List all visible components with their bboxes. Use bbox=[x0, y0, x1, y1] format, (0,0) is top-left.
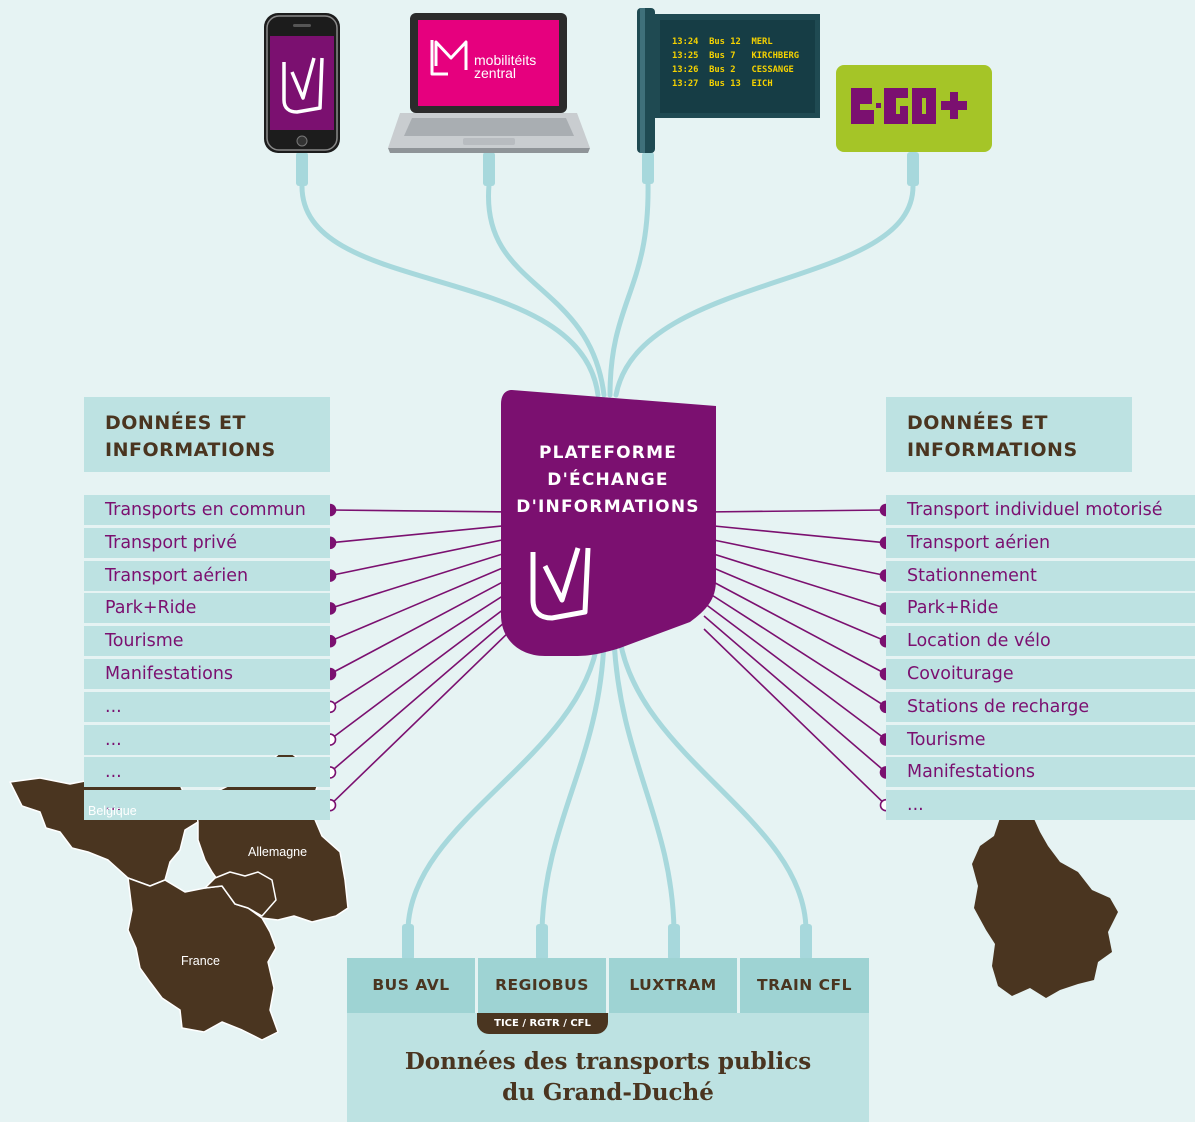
luxembourg-small-shape bbox=[204, 871, 277, 917]
ego-cable bbox=[613, 182, 916, 398]
public-transport-panel bbox=[347, 1013, 869, 1122]
left-list-item: Manifestations bbox=[84, 659, 330, 689]
left-list-item: Transport aérien bbox=[84, 560, 330, 591]
left-connector-line bbox=[329, 615, 513, 774]
tab-train-cfl: TRAIN CFL bbox=[740, 958, 869, 1013]
board-line-2: 13:25 Bus 7 KIRCHBERG bbox=[672, 51, 800, 61]
public-transport-title: Données des transports publics du Grand-… bbox=[404, 1048, 812, 1106]
left-connector-line bbox=[329, 509, 513, 513]
item-connector-lines bbox=[329, 509, 887, 806]
laptop-cable bbox=[486, 182, 607, 398]
ego-logo-icon bbox=[836, 65, 992, 152]
left-list-item: Tourisme bbox=[84, 626, 330, 657]
right-connector-line bbox=[703, 550, 887, 610]
luxtram-cable bbox=[611, 637, 677, 933]
left-connector-line bbox=[329, 550, 513, 610]
platform-shape bbox=[501, 390, 716, 656]
left-connector-line bbox=[329, 589, 513, 708]
tab-bus-avl: BUS AVL bbox=[347, 958, 475, 1013]
right-connector-line bbox=[703, 615, 887, 774]
departure-board-icon bbox=[637, 8, 820, 153]
tab-regiobus: REGIOBUS bbox=[478, 958, 606, 1013]
right-list-item: Stationnement bbox=[886, 560, 1195, 591]
left-connector-line bbox=[329, 602, 513, 741]
allemagne-label: Allemagne bbox=[248, 845, 308, 859]
right-list-item: Manifestations bbox=[886, 757, 1195, 788]
board-line-4: 13:27 Bus 13 EICH bbox=[672, 79, 773, 89]
left-connector-line bbox=[329, 628, 513, 806]
bottom-plugs bbox=[402, 924, 812, 960]
right-list-item: Transport individuel motorisé bbox=[886, 495, 1195, 525]
tab-luxtram: LUXTRAM bbox=[609, 958, 737, 1013]
device-plugs bbox=[296, 152, 919, 186]
right-connector-line bbox=[703, 537, 887, 577]
board-cable bbox=[607, 179, 651, 398]
left-connector-line bbox=[329, 576, 513, 675]
left-list-item: ... bbox=[84, 757, 330, 788]
left-list-item: ... bbox=[84, 790, 330, 821]
platform-title: PLATEFORME D'ÉCHANGE D'INFORMATIONS bbox=[516, 443, 700, 517]
left-list-item: Transport privé bbox=[84, 527, 330, 558]
right-panel-heading: DONNÉES ET INFORMATIONS bbox=[886, 397, 1132, 472]
board-line-1: 13:24 Bus 12 MERL bbox=[672, 37, 773, 47]
france-label: France bbox=[181, 954, 220, 968]
luxembourg-map bbox=[972, 800, 1118, 998]
laptop-icon bbox=[388, 13, 590, 153]
right-list-item: Tourisme bbox=[886, 724, 1195, 755]
right-connector-line bbox=[703, 576, 887, 675]
bottom-cables bbox=[405, 637, 809, 933]
phone-cable bbox=[299, 182, 601, 398]
train-cable bbox=[617, 637, 809, 933]
regiobus-cable bbox=[539, 637, 607, 933]
left-connector-line bbox=[329, 563, 513, 642]
right-connector-line bbox=[703, 563, 887, 642]
left-connector-line bbox=[329, 524, 513, 544]
right-connector-line bbox=[703, 628, 887, 806]
right-list-item: Transport aérien bbox=[886, 527, 1195, 558]
platform-v-logo-icon bbox=[530, 547, 591, 621]
right-connector-line bbox=[703, 524, 887, 544]
board-line-3: 13:26 Bus 2 CESSANGE bbox=[672, 65, 794, 75]
left-panel-heading: DONNÉES ET INFORMATIONS bbox=[84, 397, 330, 472]
left-list-item: ... bbox=[84, 691, 330, 722]
busavl-cable bbox=[405, 637, 601, 933]
right-list-item: Park+Ride bbox=[886, 593, 1195, 624]
smartphone-icon bbox=[264, 13, 340, 153]
right-list-item: ... bbox=[886, 790, 1195, 821]
left-connector-line bbox=[329, 537, 513, 577]
right-list-item: Covoiturage bbox=[886, 659, 1195, 689]
right-connector-line bbox=[703, 602, 887, 741]
left-list-item: ... bbox=[84, 724, 330, 755]
right-list-item: Stations de recharge bbox=[886, 691, 1195, 722]
right-connector-line bbox=[703, 509, 887, 513]
right-connector-line bbox=[703, 589, 887, 708]
regiobus-sub-badge: TICE / RGTR / CFL bbox=[477, 1013, 608, 1034]
left-list-item: Transports en commun bbox=[84, 495, 330, 525]
right-list-item: Location de vélo bbox=[886, 626, 1195, 657]
laptop-brand-text: mobilitéits zentral bbox=[474, 52, 537, 81]
left-list-item: Park+Ride bbox=[84, 593, 330, 624]
device-cables bbox=[299, 179, 916, 398]
belgique-label: Belgique bbox=[88, 804, 137, 818]
